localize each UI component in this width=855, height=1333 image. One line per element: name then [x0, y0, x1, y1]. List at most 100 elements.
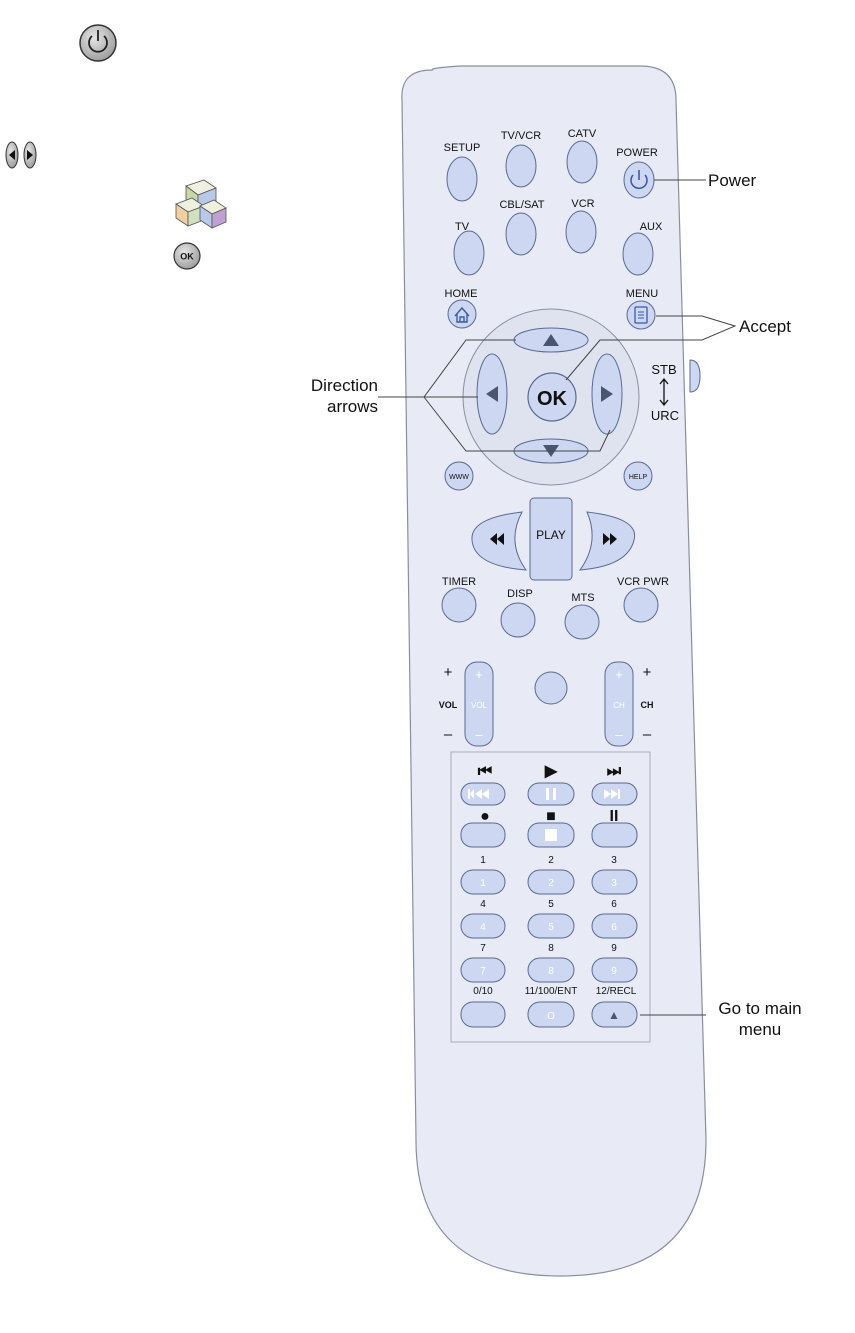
switch-arrow-icon	[659, 377, 669, 407]
key-1-face: 1	[480, 878, 486, 889]
key-4-label: 4	[480, 899, 486, 910]
key-2-label: 2	[548, 855, 554, 866]
power-button[interactable]	[623, 161, 655, 199]
fast-forward-icon	[603, 533, 610, 545]
pause-play-button[interactable]	[527, 782, 575, 806]
key-1-button[interactable]: 1	[460, 869, 506, 895]
key-6-button[interactable]: 6	[591, 913, 638, 939]
key-7-face: 7	[480, 966, 486, 977]
legend-ok-label: OK	[180, 252, 194, 262]
ok-button[interactable]: OK	[527, 372, 577, 422]
key-12-recl-button[interactable]: ▲	[591, 1001, 638, 1028]
vcr-pwr-button[interactable]	[623, 587, 659, 623]
vcr-label: VCR	[571, 198, 594, 210]
help-label: HELP	[629, 474, 648, 481]
catv-button[interactable]	[566, 140, 598, 184]
callout-direction-line2: arrows	[327, 397, 378, 416]
aux-label: AUX	[640, 221, 663, 233]
callout-main-menu-line2: menu	[739, 1020, 782, 1039]
right-arrow-icon	[601, 386, 613, 402]
disp-label: DISP	[507, 588, 533, 600]
key-0-10-label: 0/10	[473, 986, 493, 997]
key-12-recl-label: 12/RECL	[596, 986, 637, 997]
key-2-face: 2	[548, 878, 554, 889]
ch-inner-minus: –	[615, 727, 623, 742]
www-button[interactable]: WWW	[444, 461, 474, 491]
record-button[interactable]	[460, 822, 506, 848]
key-11-100-ent-button[interactable]: O	[527, 1001, 575, 1028]
menu-icon	[634, 306, 648, 324]
timer-button[interactable]	[441, 587, 477, 623]
pause-symbol: II	[610, 808, 619, 825]
right-arrow-button[interactable]	[591, 353, 623, 435]
vcr-button[interactable]	[565, 210, 597, 254]
disp-button[interactable]	[500, 602, 536, 638]
up-arrow-button[interactable]	[513, 327, 589, 353]
mts-label: MTS	[571, 592, 594, 604]
setup-button[interactable]	[446, 156, 478, 202]
pause-button[interactable]	[591, 822, 638, 848]
channel-rocker[interactable]: + CH –	[604, 661, 634, 747]
help-button[interactable]: HELP	[623, 461, 653, 491]
ch-label: CH	[641, 700, 654, 710]
vol-plus-label: +	[444, 664, 453, 681]
key-5-button[interactable]: 5	[527, 913, 575, 939]
stb-urc-switch[interactable]	[689, 359, 701, 393]
legend-power-icon	[79, 24, 117, 62]
vol-inner-plus: +	[475, 667, 483, 682]
stop-symbol: ■	[546, 808, 556, 825]
ch-minus-label: –	[643, 726, 652, 743]
key-7-button[interactable]: 7	[460, 957, 506, 983]
volume-rocker[interactable]: + VOL –	[464, 661, 494, 747]
key-8-button[interactable]: 8	[527, 957, 575, 983]
callout-accept: Accept	[739, 317, 791, 336]
aux-button[interactable]	[622, 232, 654, 276]
key-4-face: 4	[480, 922, 486, 933]
home-button[interactable]	[447, 299, 477, 329]
eject-icon: ▲	[608, 1008, 620, 1022]
rewind-button[interactable]	[471, 511, 528, 571]
mute-button[interactable]	[534, 671, 568, 705]
callout-lines	[378, 179, 737, 1016]
rewind-icon	[490, 533, 497, 545]
power-label: POWER	[616, 147, 658, 159]
cbl-sat-button[interactable]	[505, 212, 537, 256]
key-9-face: 9	[611, 966, 617, 977]
key-5-label: 5	[548, 899, 554, 910]
key-8-face: 8	[548, 966, 554, 977]
fast-forward-button[interactable]	[578, 511, 636, 571]
home-label: HOME	[445, 288, 478, 300]
next-track-symbol: ⏭	[607, 763, 622, 780]
prev-track-button[interactable]	[460, 782, 506, 806]
menu-button[interactable]	[626, 300, 656, 330]
key-5-face: 5	[548, 922, 554, 933]
mts-button[interactable]	[564, 604, 600, 640]
play-button[interactable]: PLAY	[529, 497, 573, 581]
tv-button[interactable]	[453, 230, 485, 276]
vcr-pwr-label: VCR PWR	[617, 576, 669, 588]
key-3-button[interactable]: 3	[591, 869, 638, 895]
key-0-10-button[interactable]	[460, 1001, 506, 1028]
power-icon	[630, 174, 648, 190]
key-8-label: 8	[548, 943, 554, 954]
www-label: WWW	[449, 474, 469, 481]
timer-label: TIMER	[442, 576, 476, 588]
key-1-label: 1	[480, 855, 486, 866]
key-6-label: 6	[611, 899, 617, 910]
catv-label: CATV	[568, 128, 597, 140]
callout-direction-line1: Direction	[311, 376, 378, 395]
next-track-button[interactable]	[591, 782, 638, 806]
menu-label: MENU	[626, 288, 658, 300]
left-arrow-button[interactable]	[476, 353, 508, 435]
key-2-button[interactable]: 2	[527, 869, 575, 895]
house-icon	[454, 306, 470, 323]
tv-vcr-button[interactable]	[505, 144, 537, 188]
key-9-label: 9	[611, 943, 617, 954]
key-6-face: 6	[611, 922, 617, 933]
key-4-button[interactable]: 4	[460, 913, 506, 939]
switch-urc-label: URC	[651, 408, 679, 423]
stop-button[interactable]	[527, 822, 575, 848]
legend-ok-icon: OK	[173, 242, 201, 270]
ok-button-label: OK	[537, 388, 568, 410]
key-9-button[interactable]: 9	[591, 957, 638, 983]
